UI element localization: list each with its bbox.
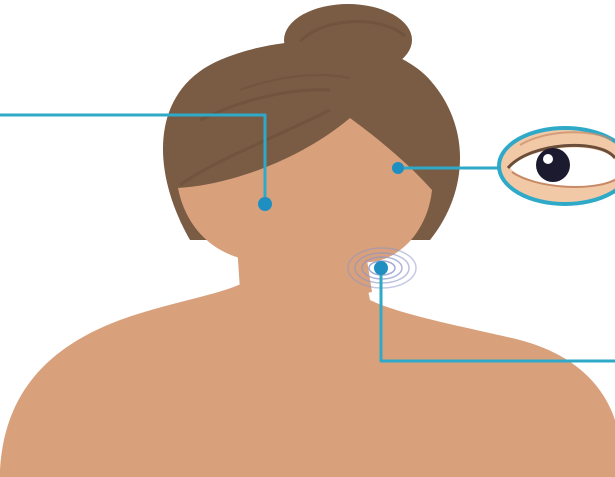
temple-marker[interactable] xyxy=(258,197,272,211)
eye-zoom-icon xyxy=(499,128,615,204)
throat-marker[interactable] xyxy=(374,261,388,275)
eye-area-marker[interactable] xyxy=(392,162,404,174)
